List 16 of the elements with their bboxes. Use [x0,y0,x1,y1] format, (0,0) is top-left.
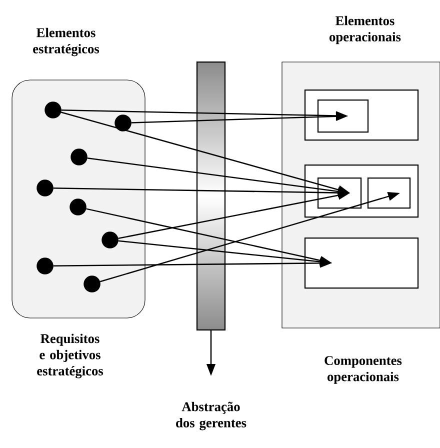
dot [84,276,100,292]
heading: Componentes operacionais [324,356,402,384]
dot [102,232,118,248]
component-box [367,177,411,209]
component-box [304,237,419,289]
dot [36,180,54,196]
heading: Elementos estratégicos [33,28,100,56]
dot [36,258,54,274]
component-box [317,99,369,133]
heading: Elementos operacionais [330,16,401,44]
dot [114,114,132,132]
dot [44,102,62,118]
label: Abstração dos gerentes [176,402,246,430]
heading: Requisitos e objetivos estratégicos [37,334,104,378]
dot [70,148,88,166]
dot [70,198,86,216]
